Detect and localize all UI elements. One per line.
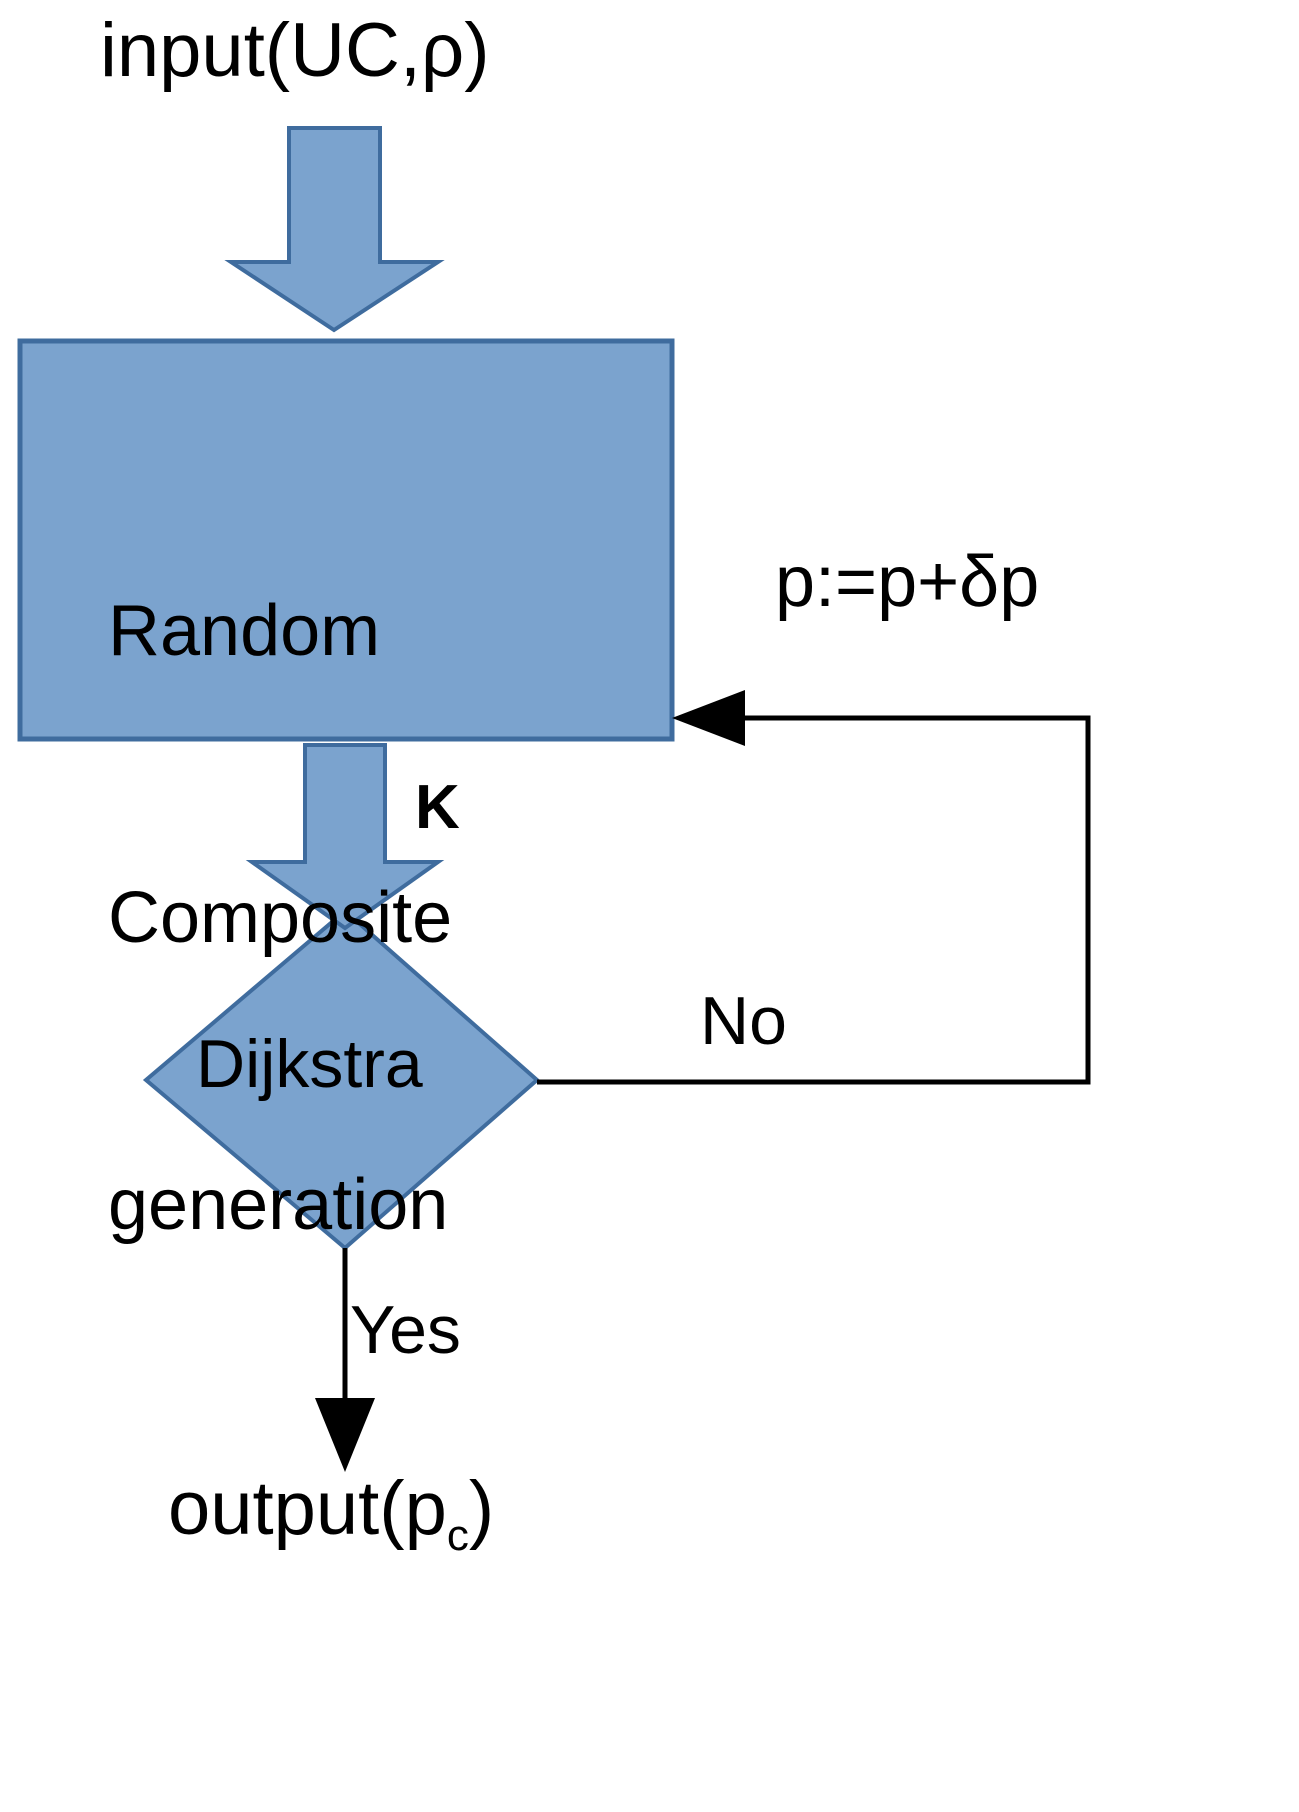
feedback-arrowhead-icon — [672, 690, 745, 746]
yes-arrowhead-icon — [315, 1398, 375, 1472]
output-label-prefix: output(p — [168, 1466, 447, 1551]
output-node-label: output(pc) — [168, 1466, 495, 1557]
process-node-label: Random Composite generation — [108, 392, 452, 1445]
output-label-subscript: c — [446, 1511, 469, 1561]
edge-label-yes: Yes — [350, 1292, 461, 1368]
edge-label-k: K — [415, 773, 460, 842]
edge-label-feedback: p:=p+δp — [775, 542, 1040, 622]
output-label-suffix: ) — [468, 1466, 495, 1551]
edge-label-no: No — [700, 983, 787, 1059]
feedback-connector-path — [537, 715, 1091, 1085]
process-node-label-line-3: generation — [108, 1165, 449, 1245]
decision-node-label: Dijkstra — [196, 1026, 423, 1102]
input-node-label: input(UC,ρ) — [100, 8, 490, 93]
block-arrow-input-to-process — [224, 126, 445, 333]
block-arrow-process-to-decision — [245, 743, 445, 931]
process-node-label-line-2: Composite — [108, 877, 453, 958]
process-node-label-line-1: Random — [108, 590, 381, 671]
process-box — [17, 338, 675, 742]
